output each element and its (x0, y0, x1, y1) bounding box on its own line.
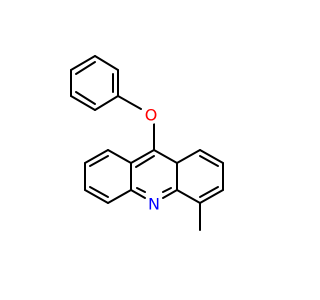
bond (84, 189, 109, 204)
bond (153, 149, 178, 164)
bond (176, 149, 201, 164)
nitrogen-label: N (148, 195, 160, 214)
bond (94, 95, 119, 111)
bond (107, 149, 132, 164)
bond (94, 55, 119, 71)
bond (89, 155, 109, 167)
bond (130, 149, 155, 164)
oxygen-atom: O (142, 106, 160, 125)
bond (70, 55, 96, 71)
bond (75, 91, 96, 105)
bond (199, 186, 219, 198)
structure-diagram: O N (70, 55, 224, 231)
bond (84, 149, 109, 164)
bond (199, 149, 224, 164)
bond (107, 189, 132, 204)
bond (162, 189, 178, 199)
molecule-canvas: O N (70, 55, 224, 231)
bond (75, 61, 96, 75)
bond (176, 189, 201, 204)
bond (199, 155, 219, 167)
ether-bond (117, 95, 142, 110)
right-ring (176, 149, 224, 204)
bond (130, 189, 146, 199)
bond (136, 187, 146, 193)
bond (162, 187, 172, 193)
oxygen-label: O (145, 106, 158, 125)
central-ring (130, 149, 178, 199)
phenyl-ring (70, 55, 119, 111)
left-ring (84, 149, 132, 204)
nitrogen-atom: N (145, 194, 163, 214)
bond (89, 186, 109, 198)
bond (135, 155, 155, 168)
bond (199, 189, 224, 204)
bond (70, 95, 96, 111)
